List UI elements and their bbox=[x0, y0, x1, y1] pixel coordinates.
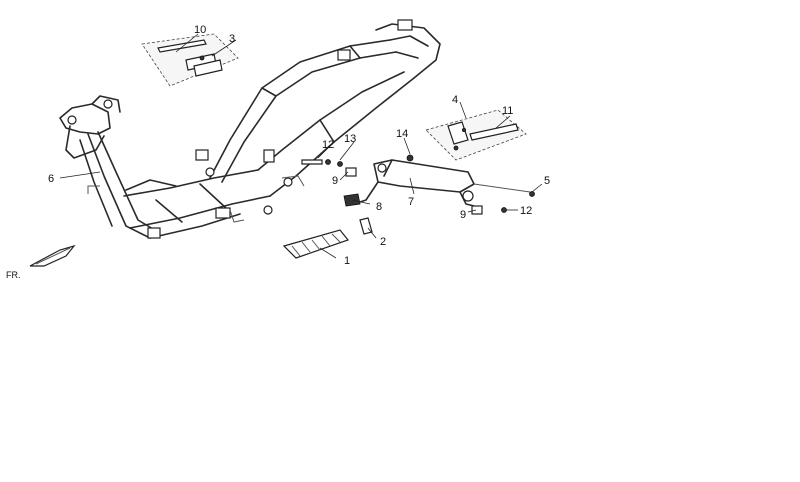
callout-3: 3 bbox=[229, 33, 235, 45]
hardware-parts bbox=[301, 154, 535, 235]
main-frame bbox=[59, 19, 441, 239]
callout-7: 7 bbox=[408, 196, 414, 208]
callout-2: 2 bbox=[380, 236, 386, 248]
inset-bracket-parts-4-11 bbox=[425, 109, 527, 161]
callout-1: 1 bbox=[344, 255, 350, 267]
leader-lines bbox=[59, 33, 543, 259]
callout-13: 13 bbox=[344, 133, 356, 145]
callout-12-right: 12 bbox=[520, 205, 532, 217]
inset-bracket-parts-3-10 bbox=[141, 33, 239, 87]
callout-10: 10 bbox=[194, 24, 206, 36]
callout-9-right: 9 bbox=[460, 209, 466, 221]
center-stand-assembly bbox=[353, 159, 531, 207]
callout-labels: 1 2 3 4 5 6 7 8 9 9 10 11 12 12 13 14 bbox=[48, 24, 550, 267]
callout-12-left: 12 bbox=[322, 139, 334, 151]
step-part-1 bbox=[282, 229, 349, 259]
callout-11: 11 bbox=[502, 105, 513, 117]
front-label: FR. bbox=[6, 270, 21, 280]
callout-9-left: 9 bbox=[332, 175, 338, 187]
callout-5: 5 bbox=[544, 175, 550, 187]
callout-8: 8 bbox=[376, 201, 382, 213]
front-direction-indicator: FR. bbox=[6, 244, 76, 280]
callout-6: 6 bbox=[48, 173, 54, 185]
callout-14: 14 bbox=[396, 128, 408, 140]
callout-4: 4 bbox=[452, 94, 458, 106]
